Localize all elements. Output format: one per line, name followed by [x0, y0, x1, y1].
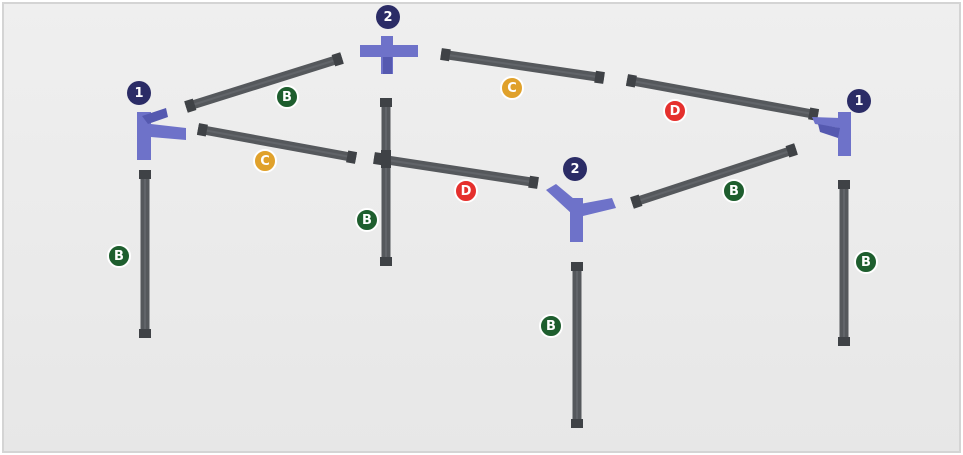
badge-label: D	[670, 104, 681, 119]
badge-label: D	[461, 184, 472, 199]
badge-label: B	[729, 184, 739, 199]
leg-back-badge: B	[355, 208, 379, 232]
connector-2-front	[546, 184, 616, 242]
connector-2-back-badge: 2	[376, 5, 400, 29]
leg-right-badge: B	[854, 250, 878, 274]
badge-label: B	[861, 255, 871, 270]
connector-1-left-badge: 1	[127, 81, 151, 105]
pipe-top-back-left	[184, 52, 344, 113]
badge-label: 1	[854, 94, 863, 109]
connector-2-back	[360, 36, 418, 74]
pipe-top-back-left-badge: B	[275, 85, 299, 109]
connector-1-left	[137, 108, 186, 160]
connector-2-front-badge: 2	[563, 157, 587, 181]
badge-label: C	[260, 154, 270, 169]
badge-label: C	[507, 81, 517, 96]
pipe-top-front-left-badge: C	[253, 149, 277, 173]
badge-label: B	[282, 90, 292, 105]
pipe-top-front-right-badge: B	[722, 179, 746, 203]
connector-1-right	[812, 112, 851, 156]
connector-group	[137, 36, 851, 242]
badge-label: 2	[383, 10, 392, 25]
pipe-top-back-right-badge: D	[663, 99, 687, 123]
badge-label: B	[362, 213, 372, 228]
badge-label: B	[546, 319, 556, 334]
connector-1-right-badge: 1	[847, 89, 871, 113]
badge-label: 2	[570, 162, 579, 177]
pipe-top-back-mid	[440, 48, 605, 84]
pipe-top-back-mid-badge: C	[500, 76, 524, 100]
leg-front-badge: B	[539, 314, 563, 338]
badge-label: 1	[134, 86, 143, 101]
badge-label: B	[114, 249, 124, 264]
pipe-group	[139, 48, 850, 428]
pipe-top-front-mid-badge: D	[454, 179, 478, 203]
pipe-top-front-right	[630, 143, 798, 209]
leg-left-badge: B	[107, 244, 131, 268]
pipe-top-front-left	[196, 123, 358, 164]
pipe-top-back-right	[625, 74, 820, 121]
